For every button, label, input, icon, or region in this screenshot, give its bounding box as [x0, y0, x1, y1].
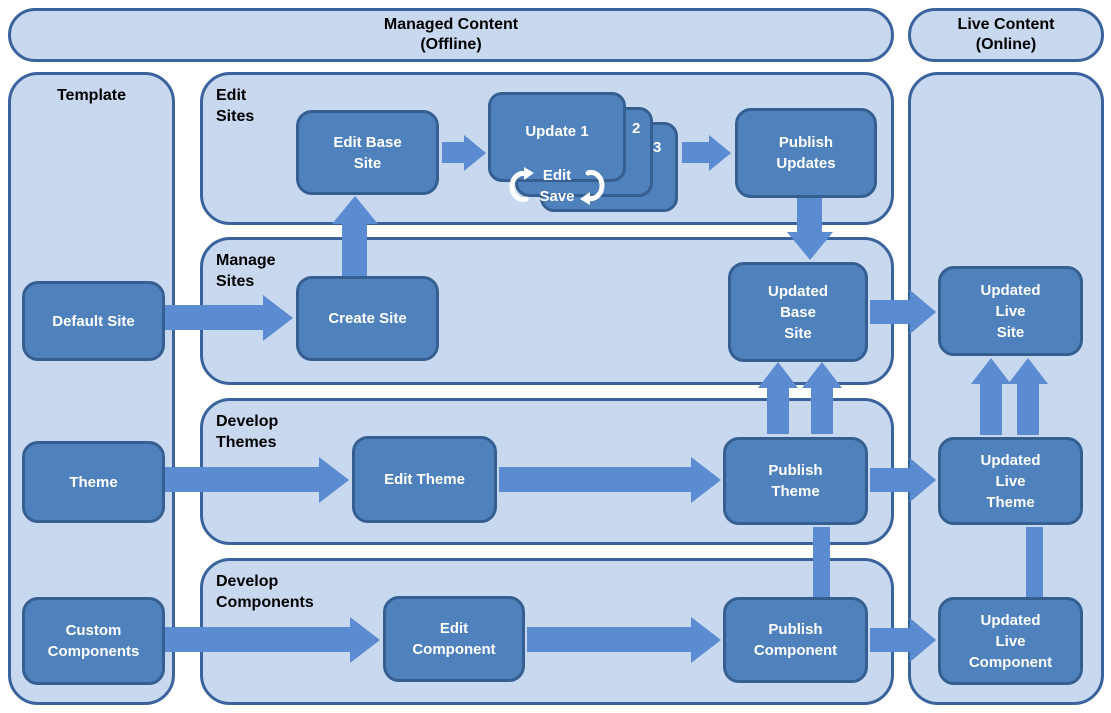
node-update-2-label: 2 [632, 120, 641, 137]
node-publish-component: Publish Component [723, 597, 868, 683]
node-custom-components: Custom Components [22, 597, 165, 685]
lane-edit-sites-label: Edit Sites [216, 87, 255, 125]
node-updated-live-site: Updated Live Site [938, 266, 1083, 356]
connector-publish-theme-publish-component-icon [813, 527, 830, 597]
node-default-site: Default Site [22, 281, 165, 361]
node-update-1-save-label: Save [539, 188, 575, 205]
arrow-custom-components-to-edit-component-icon [165, 627, 350, 652]
arrow-edit-theme-to-publish-theme-icon [499, 467, 691, 492]
lane-develop-themes-label: Develop Themes [216, 413, 279, 451]
node-theme: Theme [22, 441, 165, 523]
node-edit-base-site: Edit Base Site [296, 110, 439, 195]
lane-manage-sites-label: Manage Sites [216, 252, 276, 290]
node-update-1-title: Update 1 [525, 123, 589, 140]
node-updated-live-component: Updated Live Component [938, 597, 1083, 685]
node-update-1-edit-label: Edit [542, 167, 572, 184]
node-update-1: Update 1 Edit Save [488, 92, 626, 205]
arrow-edit-component-to-publish-component-icon [527, 627, 691, 652]
arrow-updated-base-site-to-updated-live-site-icon [870, 300, 910, 324]
header-managed-content: Managed Content (Offline) [8, 8, 894, 62]
node-edit-theme: Edit Theme [352, 436, 497, 523]
lane-develop-components-label: Develop Components [216, 573, 314, 611]
header-managed-content-label: Managed Content (Offline) [383, 16, 519, 53]
arrow-create-site-to-edit-base-site-icon [342, 224, 367, 276]
arrow-default-site-to-create-site-icon [165, 305, 263, 330]
arrow-publish-theme-to-updated-base-site-right-icon [811, 388, 833, 434]
arrow-theme-to-edit-theme-icon [165, 467, 319, 492]
node-updated-base-site: Updated Base Site [728, 262, 868, 362]
arrow-updated-live-theme-to-updated-live-site-left-icon [980, 384, 1002, 435]
arrow-publish-theme-to-updated-live-theme-icon [870, 468, 910, 492]
arrow-edit-base-site-to-update-icon [442, 142, 464, 163]
node-update-3-label: 3 [653, 139, 662, 156]
cycle-arrow-right-icon [579, 170, 604, 205]
arrow-publish-updates-to-updated-base-site-icon [797, 198, 822, 232]
node-publish-updates: Publish Updates [735, 108, 877, 198]
node-publish-theme: Publish Theme [723, 437, 868, 525]
arrow-updated-live-theme-to-updated-live-site-right-icon [1017, 384, 1039, 435]
template-column-label: Template [56, 87, 127, 104]
arrow-update-to-publish-updates-icon [682, 142, 709, 163]
node-updated-live-theme: Updated Live Theme [938, 437, 1083, 525]
header-live-content-label: Live Content (Online) [957, 16, 1055, 53]
header-live-content: Live Content (Online) [908, 8, 1104, 62]
cycle-arrow-left-icon [510, 167, 535, 202]
node-create-site: Create Site [296, 276, 439, 361]
node-edit-component: Edit Component [383, 596, 525, 682]
arrow-publish-theme-to-updated-base-site-left-icon [767, 388, 789, 434]
arrow-publish-component-to-updated-live-component-icon [870, 628, 910, 652]
connector-updated-live-theme-updated-live-component-icon [1026, 527, 1043, 597]
